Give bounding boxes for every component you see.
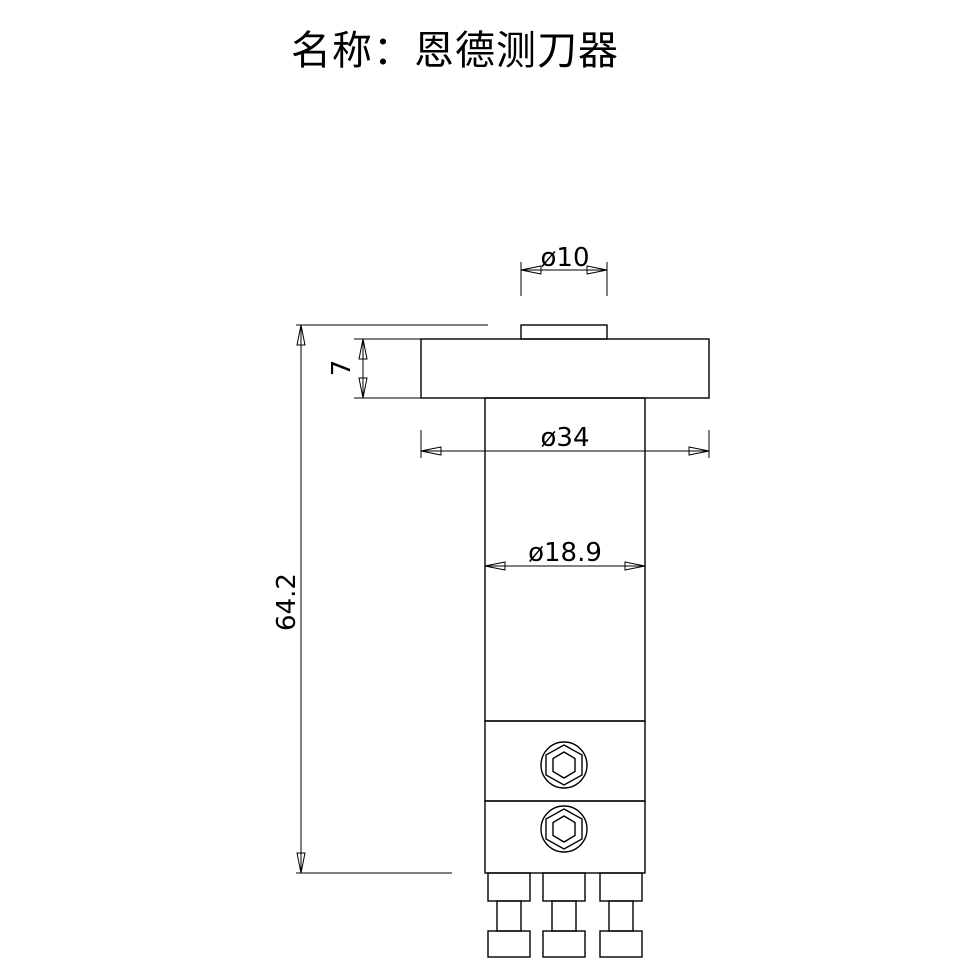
dim-body-diameter: ø18.9 <box>484 538 646 571</box>
connector-middle <box>542 872 586 958</box>
clamp-block-lower <box>484 800 646 874</box>
dim-top-pin: ø10 <box>520 243 608 296</box>
cap <box>420 338 710 399</box>
top-pin <box>520 324 608 340</box>
dim-label-body-diameter: ø18.9 <box>528 538 602 568</box>
dim-label-cap-height: 7 <box>327 360 357 377</box>
dim-cap-diameter: ø34 <box>420 423 710 458</box>
connector-right <box>599 872 643 958</box>
dim-label-cap-diameter: ø34 <box>541 423 590 453</box>
dim-label-overall-height: 64.2 <box>272 573 302 631</box>
drawing-title: 名称：恩德测刀器 <box>291 28 619 74</box>
clamp-block-upper <box>484 720 646 802</box>
nut-upper <box>540 741 588 789</box>
connector-left <box>487 872 531 958</box>
dim-cap-height: 7 <box>327 338 421 399</box>
dim-overall-height: 64.2 <box>272 324 488 874</box>
dim-label-top-pin: ø10 <box>541 243 590 273</box>
nut-lower <box>540 805 588 853</box>
